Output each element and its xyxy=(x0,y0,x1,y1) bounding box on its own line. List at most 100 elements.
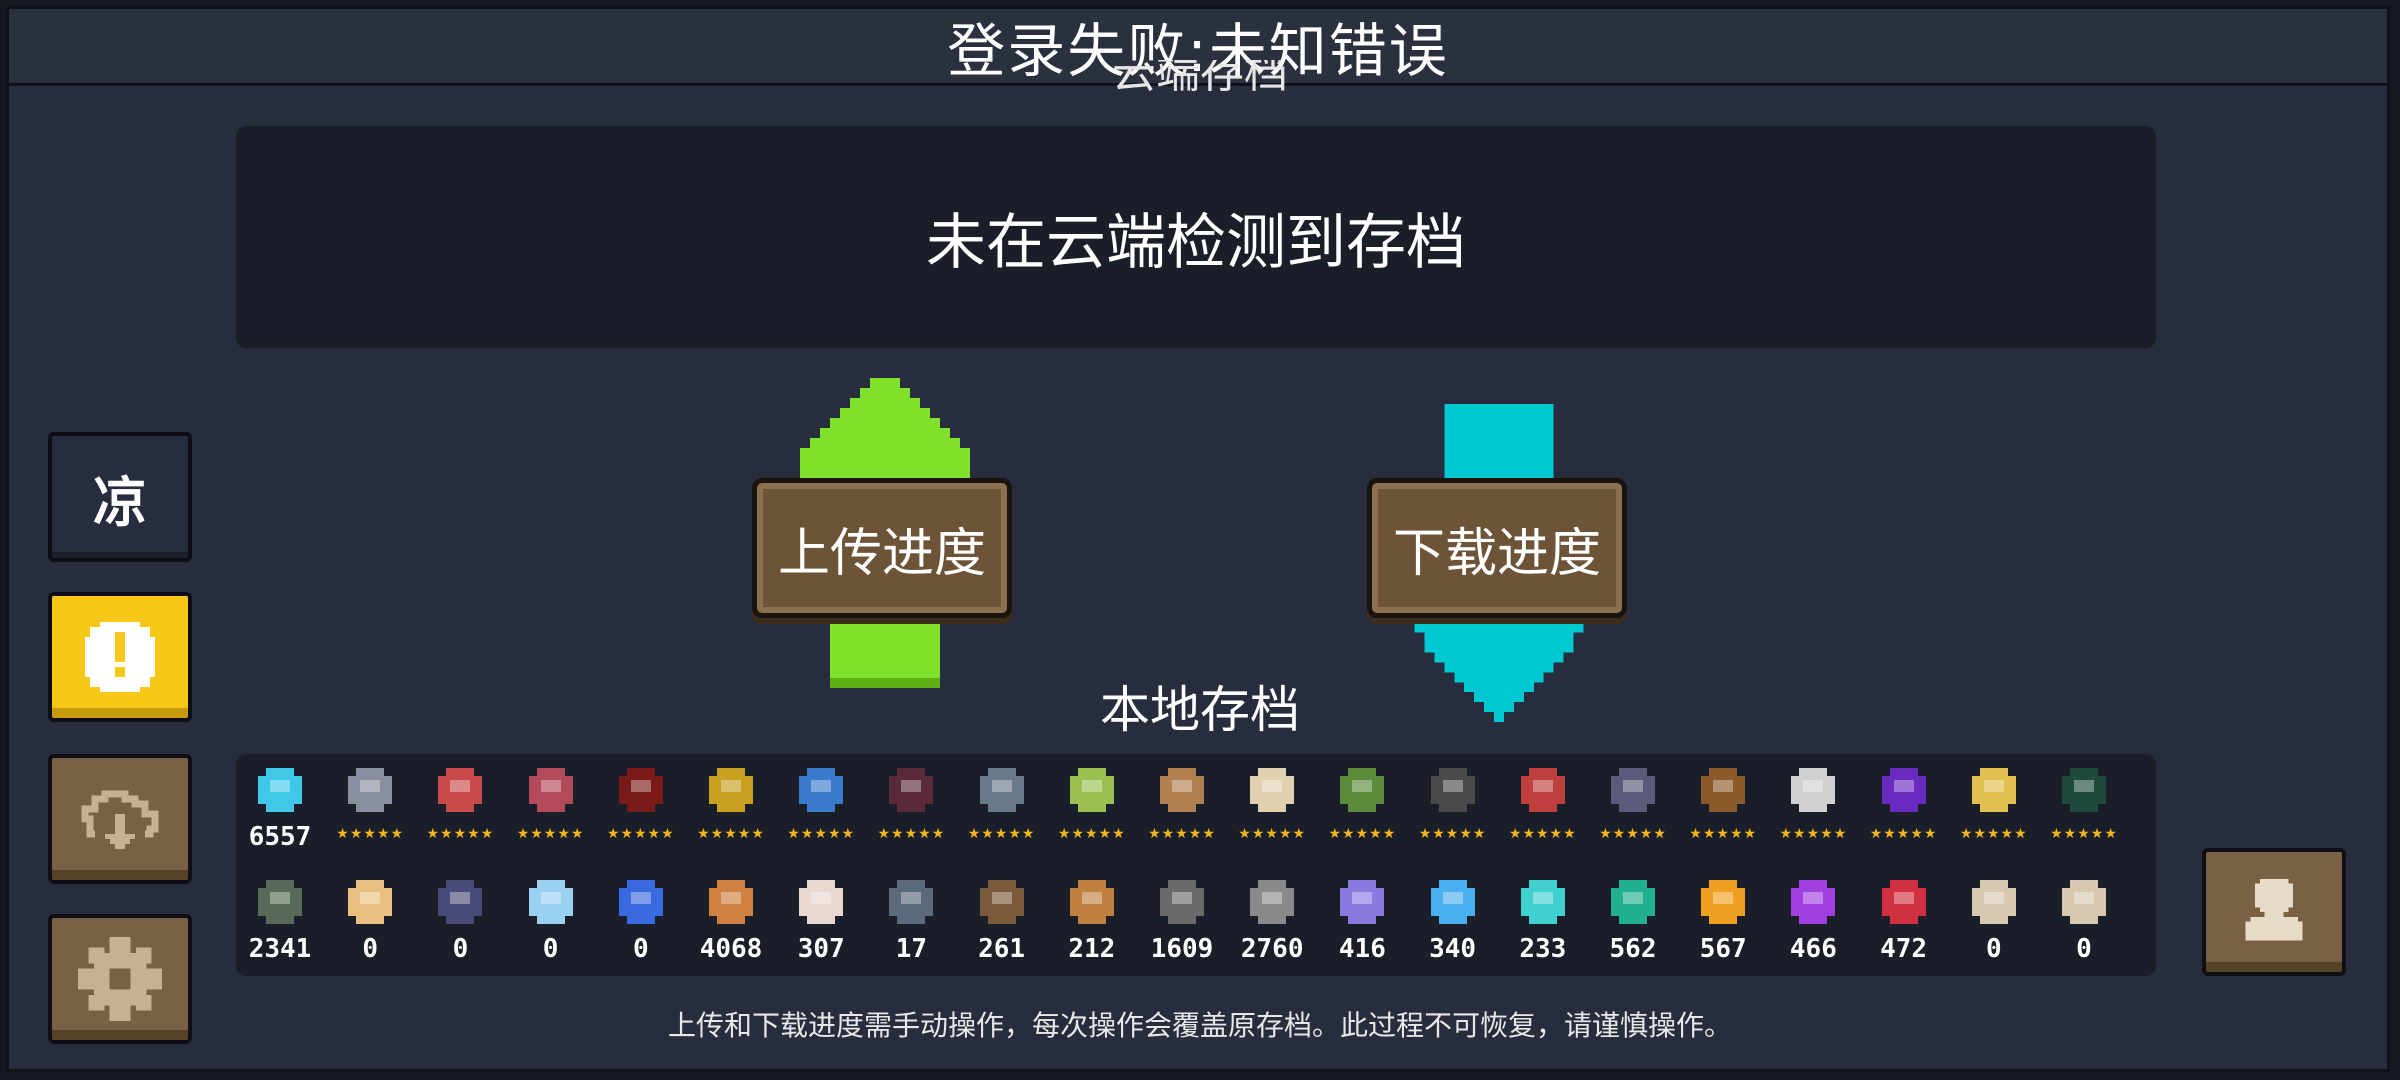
holy-book-icon xyxy=(348,880,393,924)
star-rating: ★★★★★ xyxy=(1057,826,1126,842)
paladin-icon xyxy=(979,768,1024,812)
download-progress-button[interactable]: 下载进度 xyxy=(1367,478,1627,618)
character-slot: ★★★★★ xyxy=(691,754,771,864)
character-slot: ★★★★★ xyxy=(511,754,591,864)
material-count: 416 xyxy=(1338,934,1386,964)
character-slot: ★★★★★ xyxy=(1232,754,1312,864)
rogue-icon xyxy=(438,768,483,812)
airbender-icon xyxy=(1971,768,2016,812)
star-rating: ★★★★★ xyxy=(336,826,405,842)
magic-stones-icon xyxy=(618,880,663,924)
scroll-icon xyxy=(2062,880,2106,924)
material-slot: 2760 xyxy=(1232,866,1312,976)
warning-note: 上传和下载进度需手动操作，每次操作会覆盖原存档。此过程不可恢复，请谨慎操作。 xyxy=(667,1009,1732,1042)
star-rating: ★★★★★ xyxy=(516,826,585,842)
violet-shard-icon xyxy=(1791,880,1836,924)
material-count: 0 xyxy=(2076,934,2092,964)
material-slot: 4068 xyxy=(691,866,771,976)
parts-icon xyxy=(1069,880,1114,924)
character-slot: ★★★★★ xyxy=(1683,754,1763,864)
character-slot: ★★★★★ xyxy=(871,754,951,864)
purple-shard-icon xyxy=(1340,880,1385,924)
materials-row: 2341 0 0 0 0 4068 307 17 261 212 1609 2760 416 340 233… xyxy=(236,866,2156,976)
knight-icon xyxy=(348,768,393,812)
material-count: 472 xyxy=(1880,934,1928,964)
material-count: 17 xyxy=(895,934,928,964)
material-slot: 2341 xyxy=(240,866,320,976)
gem-count: 6557 xyxy=(248,822,312,852)
star-rating: ★★★★★ xyxy=(1779,826,1848,842)
material-slot: 340 xyxy=(1413,866,1493,976)
material-count: 212 xyxy=(1068,934,1116,964)
gear-icon xyxy=(78,937,162,1021)
cog-icon xyxy=(1160,880,1204,924)
character-slot: ★★★★★ xyxy=(1052,754,1132,864)
material-count: 0 xyxy=(632,934,649,964)
fish-token-icon xyxy=(889,880,934,924)
material-slot: 567 xyxy=(1683,866,1763,976)
material-count: 2341 xyxy=(248,934,312,964)
character-slot: ★★★★★ xyxy=(601,754,681,864)
material-count: 340 xyxy=(1429,934,1477,964)
local-save-header: 本地存档 xyxy=(1100,681,1300,739)
star-rating: ★★★★★ xyxy=(1418,826,1487,842)
material-slot: 17 xyxy=(871,866,951,976)
notice-button[interactable] xyxy=(48,592,192,722)
upload-progress-button[interactable]: 上传进度 xyxy=(752,478,1012,618)
user-icon xyxy=(2245,878,2303,941)
druid-icon xyxy=(1340,768,1385,812)
material-count: 0 xyxy=(1985,934,2002,964)
material-count: 233 xyxy=(1519,934,1567,964)
character-slot: ★★★★★ xyxy=(330,754,410,864)
orange-shard-icon xyxy=(1701,880,1746,924)
star-rating: ★★★★★ xyxy=(426,826,495,842)
star-rating: ★★★★★ xyxy=(1508,826,1577,842)
star-rating: ★★★★★ xyxy=(1148,826,1216,842)
settings-button[interactable] xyxy=(48,914,192,1044)
swordsman-icon xyxy=(1791,768,1836,812)
material-count: 1609 xyxy=(1150,934,1214,964)
priest-icon xyxy=(1250,768,1295,812)
demon-icon xyxy=(1881,768,1926,812)
character-slot: ★★★★★ xyxy=(1322,754,1402,864)
cloud-save-panel: 未在云端检测到存档 xyxy=(236,126,2156,348)
star-rating: ★★★★★ xyxy=(606,826,675,842)
material-count: 0 xyxy=(362,934,379,964)
blue-shard-icon xyxy=(1430,880,1475,924)
material-slot: 212 xyxy=(1052,866,1132,976)
crystal-icon xyxy=(528,880,573,924)
material-count: 2760 xyxy=(1240,934,1304,964)
material-count: 261 xyxy=(978,934,1026,964)
character-slot: ★★★★★ xyxy=(420,754,500,864)
star-rating: ★★★★★ xyxy=(697,826,765,842)
meat-icon xyxy=(709,880,753,924)
language-button[interactable]: 凉 xyxy=(48,432,192,562)
witch-icon xyxy=(528,768,573,812)
character-slot: ★★★★★ xyxy=(1864,754,1944,864)
material-count: 567 xyxy=(1699,934,1747,964)
material-slot: 472 xyxy=(1864,866,1944,976)
character-slot: ★★★★★ xyxy=(962,754,1042,864)
elf-icon xyxy=(1069,768,1114,812)
star-rating: ★★★★★ xyxy=(1599,826,1667,842)
taoist-icon xyxy=(1520,768,1565,812)
login-error-title: 登录失败:未知错误 xyxy=(947,17,1449,85)
terminal-icon xyxy=(2062,768,2106,812)
material-count: 307 xyxy=(797,934,845,964)
character-slot: ★★★★★ xyxy=(1142,754,1222,864)
cloud-download-icon xyxy=(81,790,159,849)
robot-icon xyxy=(799,768,844,812)
profile-button[interactable] xyxy=(2202,848,2346,976)
cloud-download-button[interactable] xyxy=(48,754,192,884)
character-slot: ★★★★★ xyxy=(1954,754,2034,864)
material-count: 0 xyxy=(542,934,559,964)
star-rating: ★★★★★ xyxy=(1328,826,1397,842)
material-count: 0 xyxy=(452,934,469,964)
star-rating: ★★★★★ xyxy=(877,826,946,842)
material-slot: 0 xyxy=(511,866,591,976)
star-rating: ★★★★★ xyxy=(1238,826,1307,842)
star-rating: ★★★★★ xyxy=(1959,826,2028,842)
character-slot: ★★★★★ xyxy=(781,754,861,864)
cloud-save-header: 云端存档 xyxy=(1112,60,1288,98)
gem-counter: 6557 xyxy=(240,754,320,864)
